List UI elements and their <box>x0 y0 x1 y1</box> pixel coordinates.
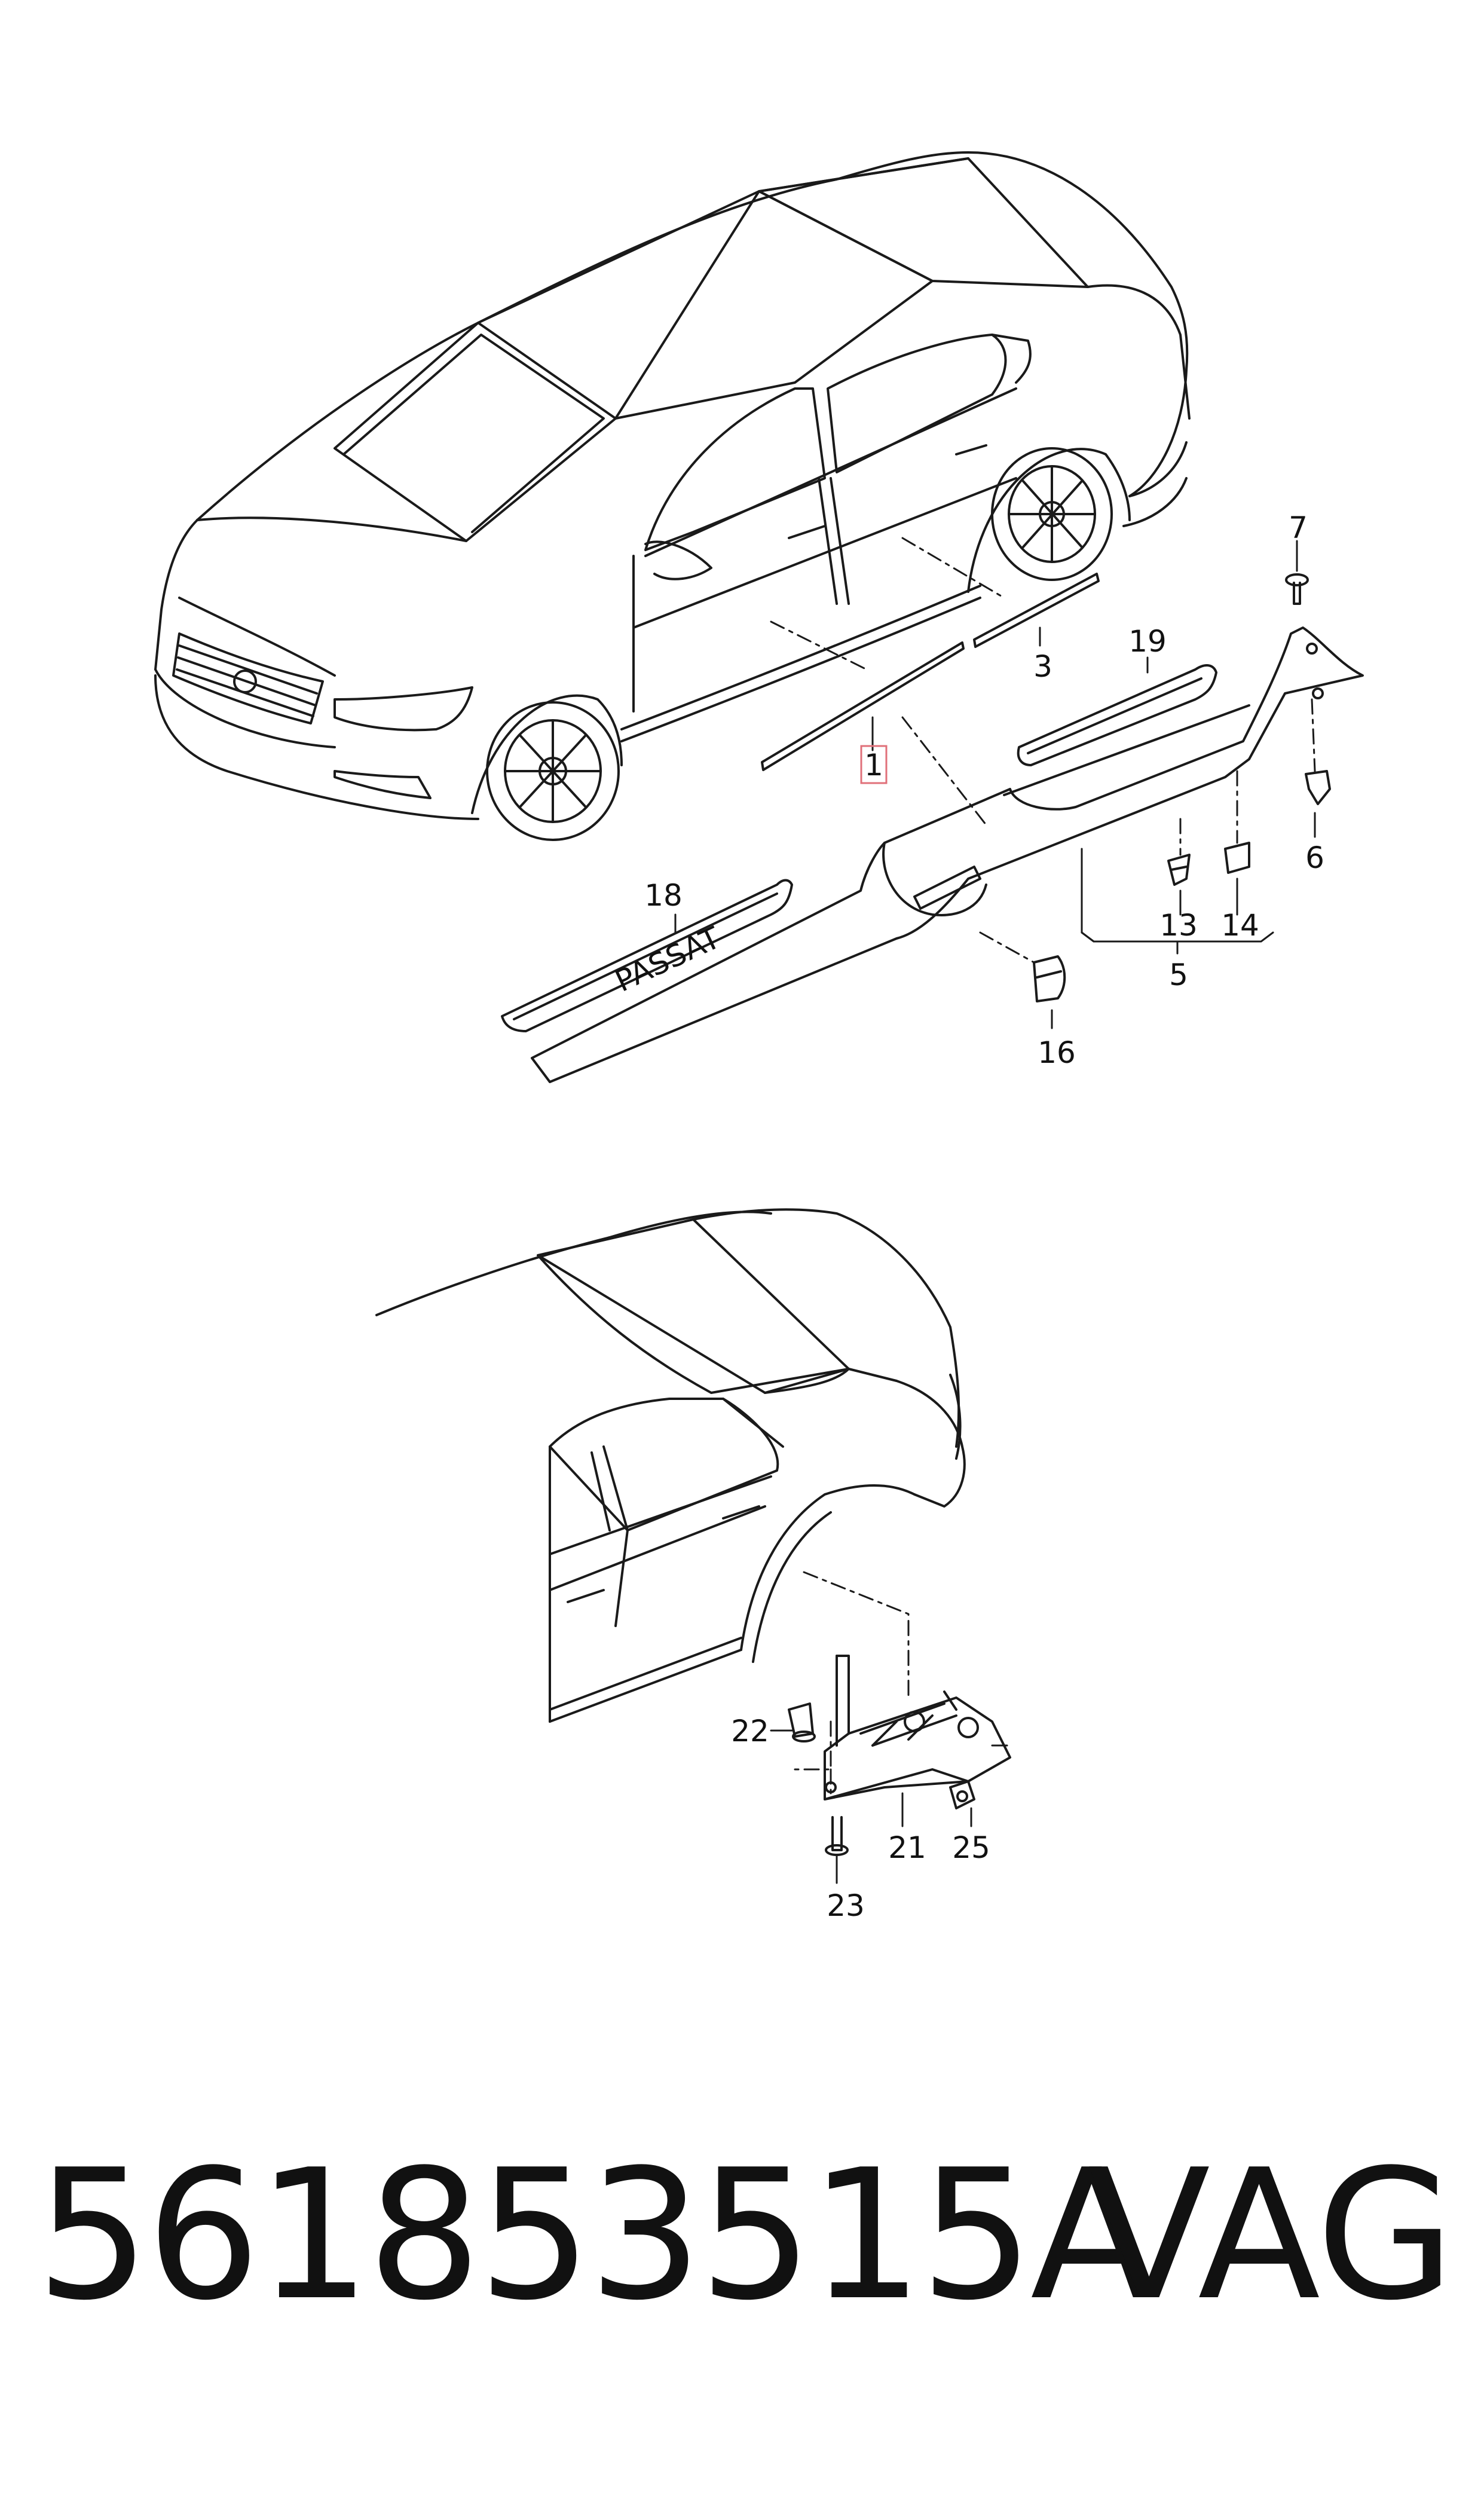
callout-1: 1 <box>864 748 883 782</box>
sill-panel-5 <box>531 626 1364 1083</box>
screw-7 <box>1285 573 1309 605</box>
brand-label: VAG <box>1088 2131 1455 2340</box>
callout-19: 19 <box>1128 624 1167 659</box>
callout-3: 3 <box>1033 649 1052 684</box>
clip-13 <box>1167 854 1191 886</box>
callout-25: 25 <box>952 1830 990 1865</box>
callout-22: 22 <box>731 1714 769 1748</box>
callout-13: 13 <box>1159 908 1198 943</box>
callout-14: 14 <box>1221 908 1259 943</box>
door-trim-strip-1 <box>761 641 965 771</box>
sill-plate-18 <box>501 879 793 1032</box>
door-trim-strip-3 <box>973 573 1100 648</box>
part-number: 561853515A <box>36 2131 1153 2340</box>
clip-16 <box>1033 955 1066 1002</box>
clip-22 <box>788 1702 816 1742</box>
callout-21: 21 <box>888 1830 926 1865</box>
clip-14 <box>1224 842 1250 874</box>
car-rear-view <box>375 1208 966 1723</box>
callout-16: 16 <box>1038 1035 1076 1070</box>
callout-6: 6 <box>1305 840 1324 875</box>
mounting-bracket-21 <box>824 1655 1011 1800</box>
sill-plate-19 <box>1017 664 1217 766</box>
car-front-view <box>154 151 1191 841</box>
sill-plate-emblem: PASSAT <box>610 920 726 999</box>
clip-6 <box>1305 770 1331 805</box>
callout-23: 23 <box>827 1888 865 1923</box>
screw-23 <box>825 1816 849 1856</box>
highlight-box-part-1 <box>860 745 888 784</box>
callout-5: 5 <box>1169 958 1188 992</box>
nut-25 <box>949 1780 975 1809</box>
callout-7: 7 <box>1289 510 1308 545</box>
callout-18: 18 <box>644 878 683 913</box>
